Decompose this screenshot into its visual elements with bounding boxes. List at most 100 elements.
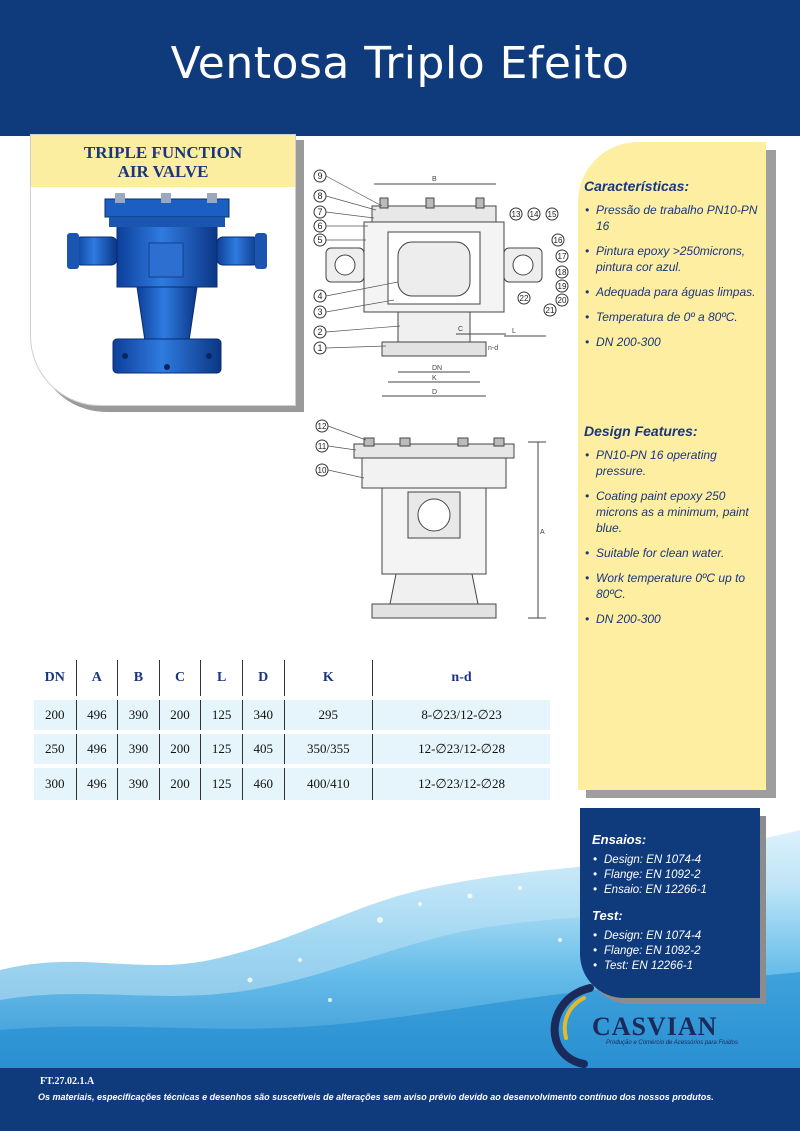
- col-header: L: [200, 660, 243, 698]
- list-item: Pintura epoxy >250microns, pintura cor a…: [584, 243, 760, 275]
- features-spacer: [584, 359, 760, 423]
- table-cell: 340: [241, 698, 285, 732]
- dim-l-label: L: [512, 328, 516, 335]
- features-pt-list: Pressão de trabalho PN10-PN 16 Pintura e…: [584, 202, 760, 350]
- document-code: FT.27.02.1.A: [40, 1076, 95, 1087]
- callout-16: 16: [554, 236, 563, 245]
- dim-c-label: C: [458, 326, 463, 333]
- features-en-heading: Design Features:: [584, 423, 698, 439]
- table-cell: 250: [34, 732, 77, 766]
- product-photo-card: TRIPLE FUNCTION AIR VALVE: [30, 134, 296, 406]
- table-cell: 200: [158, 732, 201, 766]
- spec-table: DN A B C L D K n-d 200 496 390 200 125 3…: [34, 660, 550, 800]
- footer-band: FT.27.02.1.A Os materiais, especificaçõe…: [0, 1068, 800, 1131]
- tests-en-heading: Test:: [592, 908, 623, 923]
- callout-12: 12: [318, 422, 327, 431]
- table-cell: 125: [200, 766, 243, 800]
- callout-13: 13: [512, 210, 521, 219]
- table-row: 200 496 390 200 125 340 295 8-∅23/12-∅23: [34, 698, 550, 732]
- callout-9: 9: [317, 171, 322, 181]
- callout-17: 17: [558, 252, 567, 261]
- callout-19: 19: [558, 282, 567, 291]
- list-item: Flange: EN 1092-2: [592, 868, 750, 883]
- list-item: Coating paint epoxy 250 microns as a min…: [584, 488, 760, 536]
- table-cell: 496: [75, 698, 118, 732]
- table-cell: 350/355: [283, 732, 373, 766]
- list-item: Work temperature 0ºC up to 80ºC.: [584, 570, 760, 602]
- table-cell: 200: [34, 698, 77, 732]
- product-title-line1: TRIPLE FUNCTION: [83, 143, 243, 162]
- table-cell: 390: [117, 698, 160, 732]
- table-cell: 12-∅23/12-∅28: [372, 732, 550, 766]
- list-item: DN 200-300: [584, 334, 760, 350]
- list-item: Design: EN 1074-4: [592, 929, 750, 944]
- table-cell: 496: [75, 766, 118, 800]
- table-cell: 125: [200, 698, 243, 732]
- callout-20: 20: [558, 296, 567, 305]
- table-cell: 405: [241, 732, 285, 766]
- callout-14: 14: [530, 210, 539, 219]
- elevation-drawing: A 12 11 10: [315, 419, 546, 619]
- callout-5: 5: [317, 235, 322, 245]
- list-item: Ensaio: EN 12266-1: [592, 883, 750, 898]
- col-header: n-d: [372, 660, 550, 698]
- callout-1: 1: [317, 343, 322, 353]
- table-cell: 295: [283, 698, 373, 732]
- callout-3: 3: [317, 307, 322, 317]
- callout-7: 7: [317, 207, 322, 217]
- callout-6: 6: [317, 221, 322, 231]
- tests-pt-heading: Ensaios:: [592, 832, 647, 847]
- table-row: 300 496 390 200 125 460 400/410 12-∅23/1…: [34, 766, 550, 800]
- col-header: B: [117, 660, 160, 698]
- table-header-row: DN A B C L D K n-d: [34, 660, 550, 698]
- col-header: D: [241, 660, 285, 698]
- table-cell: 390: [117, 766, 160, 800]
- col-header: K: [283, 660, 373, 698]
- tests-en-list: Design: EN 1074-4 Flange: EN 1092-2 Test…: [592, 929, 750, 974]
- table-cell: 390: [117, 732, 160, 766]
- casvian-logo-icon: [550, 984, 594, 1068]
- tests-panel: Ensaios: Design: EN 1074-4 Flange: EN 10…: [580, 808, 760, 998]
- dim-b-label: B: [432, 176, 437, 183]
- callout-18: 18: [558, 268, 567, 277]
- dim-nd-label: n-d: [488, 345, 498, 352]
- dim-k-label: K: [432, 375, 437, 382]
- table-cell: 8-∅23/12-∅23: [372, 698, 550, 732]
- list-item: Test: EN 12266-1: [592, 959, 750, 974]
- col-header: A: [75, 660, 118, 698]
- product-title: TRIPLE FUNCTION AIR VALVE: [31, 135, 295, 187]
- section-drawing: B C L n-d DN K D 9 8 7 6: [313, 169, 569, 397]
- list-item: Flange: EN 1092-2: [592, 944, 750, 959]
- callout-21: 21: [546, 306, 555, 315]
- table-cell: 300: [34, 766, 77, 800]
- list-item: DN 200-300: [584, 611, 760, 627]
- table-cell: 200: [158, 698, 201, 732]
- features-panel: Características: Pressão de trabalho PN1…: [578, 142, 766, 790]
- callout-15: 15: [548, 210, 557, 219]
- table-cell: 125: [200, 732, 243, 766]
- table-cell: 460: [241, 766, 285, 800]
- tests-pt-list: Design: EN 1074-4 Flange: EN 1092-2 Ensa…: [592, 853, 750, 898]
- table-cell: 12-∅23/12-∅28: [372, 766, 550, 800]
- callout-8: 8: [317, 191, 322, 201]
- logo-tagline: Produção e Comércio de Acessórios para F…: [606, 1040, 738, 1046]
- list-item: Adequada para águas limpas.: [584, 284, 760, 300]
- product-title-line2: AIR VALVE: [117, 162, 209, 181]
- callout-4: 4: [317, 291, 322, 301]
- dim-dn-label: DN: [432, 365, 442, 372]
- list-item: Suitable for clean water.: [584, 545, 760, 561]
- callout-22: 22: [520, 294, 529, 303]
- list-item: PN10-PN 16 operating pressure.: [584, 447, 760, 479]
- col-header: C: [158, 660, 201, 698]
- logo-name: CASVIAN: [592, 1012, 718, 1041]
- callout-2: 2: [317, 327, 322, 337]
- air-valve-photo-icon: [67, 193, 267, 374]
- table-cell: 400/410: [283, 766, 373, 800]
- list-item: Design: EN 1074-4: [592, 853, 750, 868]
- callout-11: 11: [318, 442, 327, 451]
- page-title: Ventosa Triplo Efeito: [170, 38, 630, 89]
- col-header: DN: [44, 670, 65, 685]
- list-item: Temperatura de 0º a 80ºC.: [584, 309, 760, 325]
- features-en-list: PN10-PN 16 operating pressure. Coating p…: [584, 447, 760, 627]
- table-cell: 200: [158, 766, 201, 800]
